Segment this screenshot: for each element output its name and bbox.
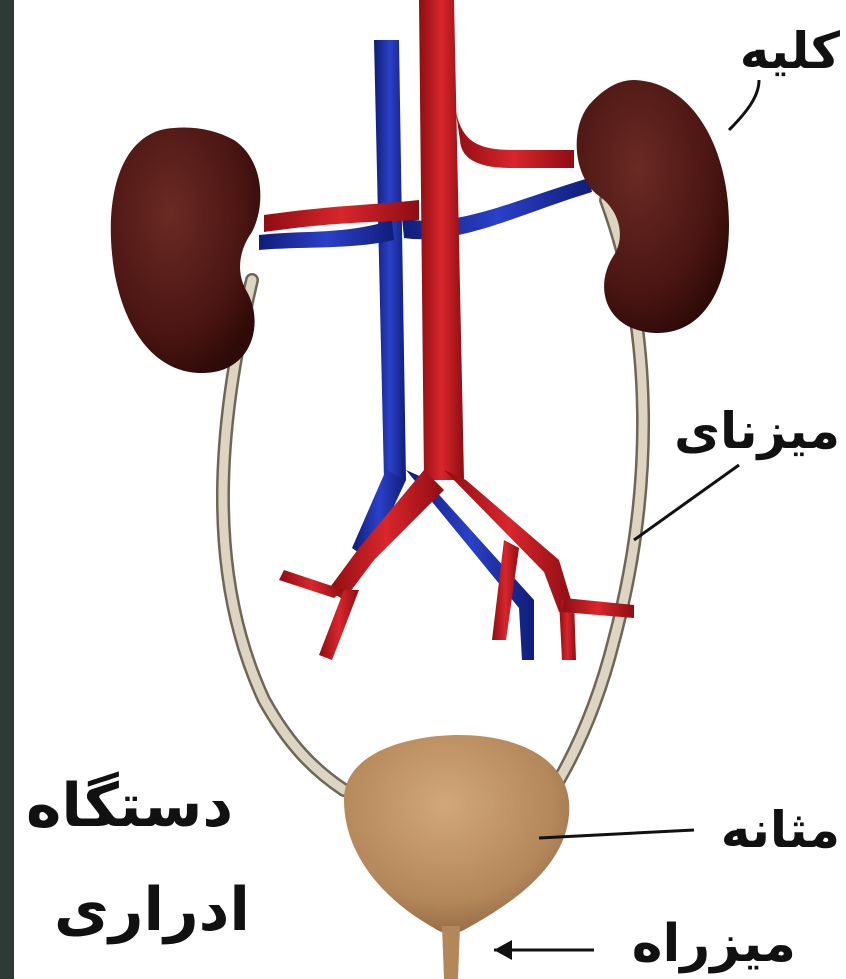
ureter-label: میزنای xyxy=(674,406,840,456)
urethra-label: میزراه xyxy=(632,918,796,970)
aorta xyxy=(264,0,634,660)
kidney-label: کلیه xyxy=(740,26,840,76)
bladder-label: مثانه xyxy=(721,805,840,855)
system-title-line2: ادراری xyxy=(54,880,250,940)
kidney-leader-line xyxy=(729,80,759,130)
urethra xyxy=(442,926,460,979)
bladder xyxy=(344,735,569,934)
left-kidney xyxy=(111,128,261,374)
system-title-line1: دستگاه xyxy=(26,776,233,836)
ureter-leader-line xyxy=(634,465,739,540)
right-kidney xyxy=(577,80,729,333)
urethra-arrow xyxy=(494,940,594,960)
urinary-system-diagram: کلیه میزنای مثانه میزراه دستگاه ادراری xyxy=(14,0,846,979)
